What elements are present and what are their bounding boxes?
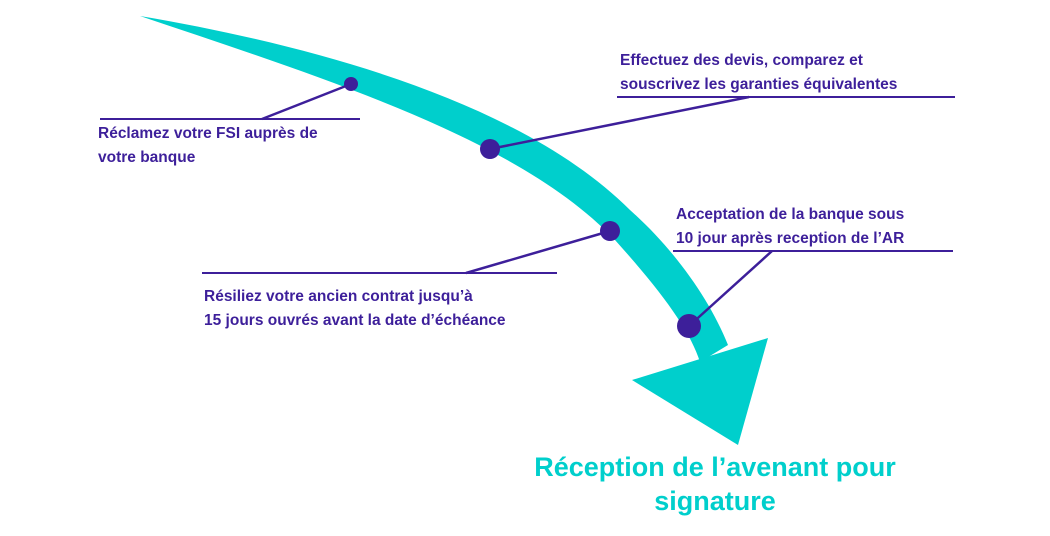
step4-connector bbox=[688, 250, 773, 327]
step4-text-line2: 10 jour après reception de l’AR bbox=[676, 230, 905, 247]
step3-text-line2: 15 jours ouvrés avant la date d’échéance bbox=[204, 312, 506, 329]
step4-text-line1: Acceptation de la banque sous bbox=[676, 206, 905, 223]
arrow-head bbox=[632, 338, 768, 445]
step3-dot bbox=[600, 221, 620, 241]
final-text-line1: Réception de l’avenant pour bbox=[534, 452, 896, 482]
final-step-label: Réception de l’avenant pour signature bbox=[470, 450, 960, 518]
step2-label: Effectuez des devis, comparez et souscri… bbox=[620, 49, 897, 97]
step1-text-line2: votre banque bbox=[98, 149, 196, 166]
step2-text-line2: souscrivez les garanties équivalentes bbox=[620, 76, 898, 93]
step4-dot bbox=[677, 314, 701, 338]
step1-connector bbox=[261, 82, 352, 121]
step3-text-line1: Résiliez votre ancien contrat jusqu’à bbox=[204, 288, 473, 305]
step3-label: Résiliez votre ancien contrat jusqu’à 15… bbox=[204, 285, 506, 333]
step4-label: Acceptation de la banque sous 10 jour ap… bbox=[676, 203, 904, 251]
step2-connector bbox=[489, 95, 750, 151]
step1-text-line1: Réclamez votre FSI auprès de bbox=[98, 125, 318, 142]
step2-text-line1: Effectuez des devis, comparez et bbox=[620, 52, 863, 69]
step3-connector bbox=[465, 229, 611, 275]
step2-dot bbox=[480, 139, 500, 159]
final-text-line2: signature bbox=[654, 486, 776, 516]
step1-label: Réclamez votre FSI auprès de votre banqu… bbox=[98, 122, 318, 170]
step1-dot bbox=[344, 77, 358, 91]
